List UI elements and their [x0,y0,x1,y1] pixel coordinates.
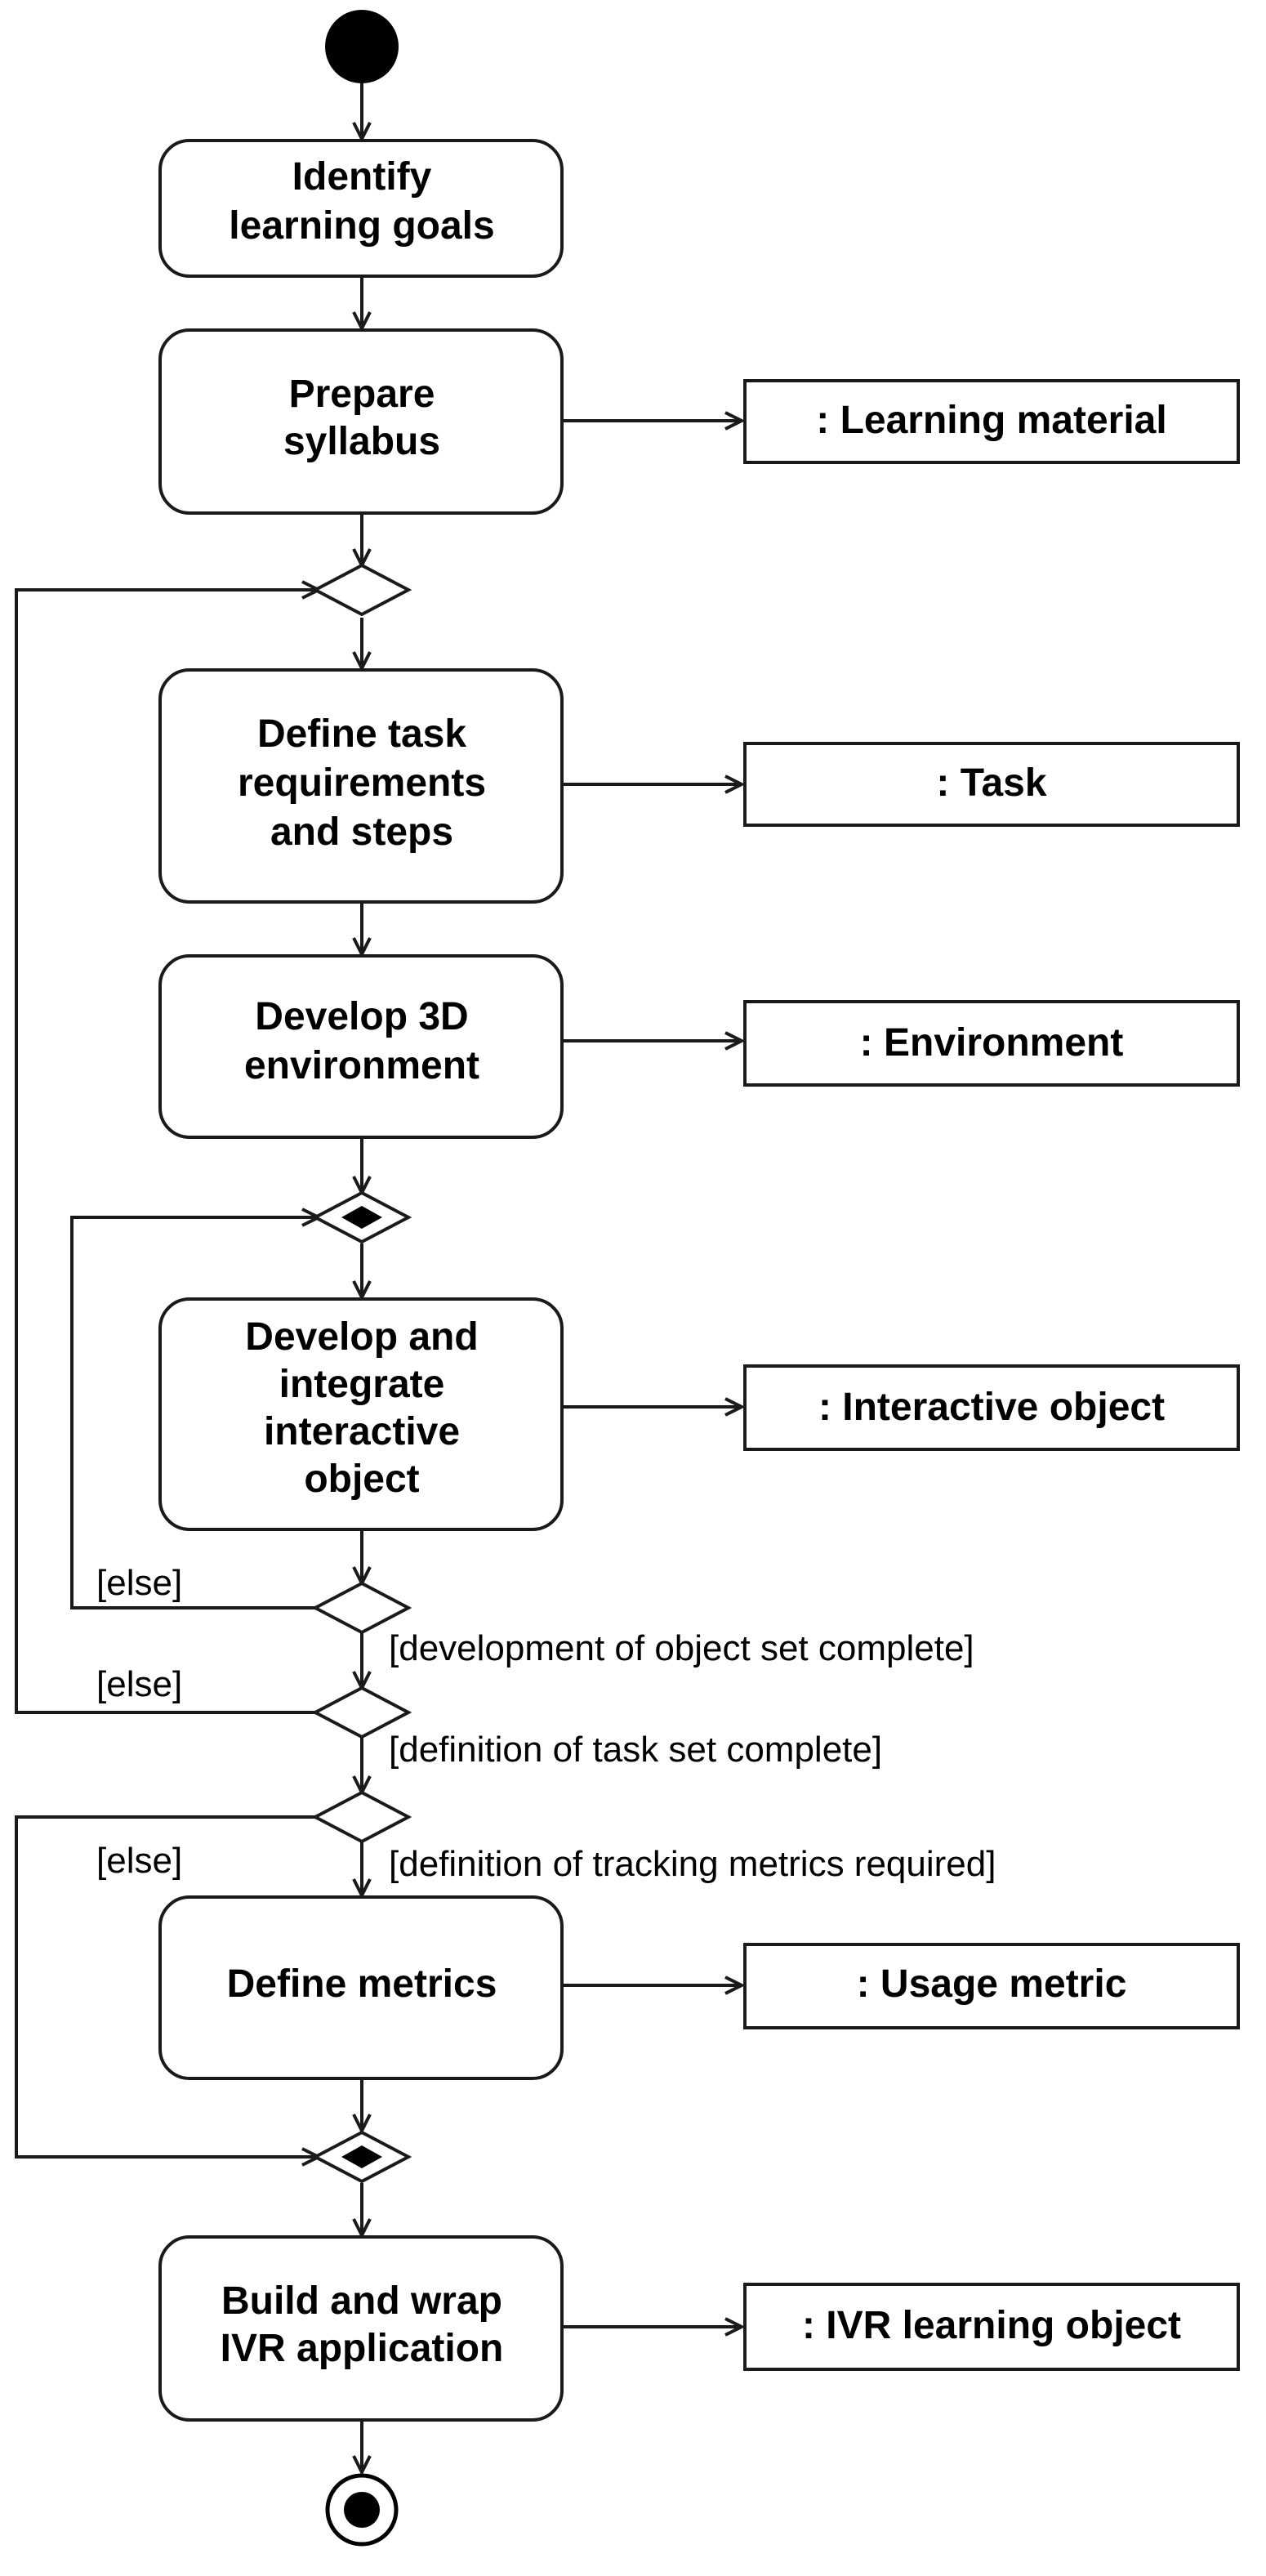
activity-label-line: and steps [270,810,453,854]
activity-label-line: Identify [292,155,432,199]
loop-else-object [70,1217,319,1609]
activity-define-metrics: Define metrics [158,1895,564,2080]
decision-node-object-set [311,1581,412,1635]
activity-label-line: Prepare [289,373,435,416]
activity-develop-3d-environment: Develop 3D environment [158,954,564,1139]
activity-identify-learning-goals: Identify learning goals [158,139,564,278]
activity-label-line: Build and wrap [221,2279,502,2323]
activity-develop-integrate-interactive-object: Develop and integrate interactive object [158,1297,564,1531]
bypass-else-metrics [15,1815,319,2157]
final-node [325,2473,399,2547]
guard-metrics-required: [definition of tracking metrics required… [389,1844,996,1884]
loop-else-task [15,590,319,1714]
activity-label-line: integrate [279,1363,445,1406]
object-environment: : Environment [743,1000,1240,1087]
object-label: : IVR learning object [802,2304,1181,2347]
activity-label-line: interactive [264,1410,460,1453]
guard-else-object: [else] [96,1563,182,1603]
object-label: : Environment [860,1021,1124,1065]
activity-label-line: requirements [238,761,486,805]
join-node-metrics [311,2130,412,2184]
activity-label-line: object [304,1458,419,1501]
object-label: : Interactive object [818,1386,1165,1429]
guard-object-set-complete: [development of object set complete] [389,1628,974,1668]
object-learning-material: : Learning material [743,379,1240,464]
guard-else-metrics: [else] [96,1841,182,1881]
activity-label-line: environment [244,1044,479,1087]
fork-node-object [311,1190,412,1244]
activity-label-line: Define task [257,712,466,756]
object-label: : Task [936,761,1046,805]
decision-node-metrics [311,1790,412,1844]
activity-label-line: Develop and [245,1315,478,1359]
object-interactive-object: : Interactive object [743,1364,1240,1451]
guard-else-task: [else] [96,1664,182,1704]
activity-label-line: Develop 3D [255,995,468,1038]
guard-task-set-complete: [definition of task set complete] [389,1730,882,1770]
object-ivr-learning-object: : IVR learning object [743,2283,1240,2371]
activity-label-line: learning goals [229,204,494,248]
activity-label-line: IVR application [221,2327,504,2370]
activity-label-line: Define metrics [227,1962,497,2006]
activity-label-line: syllabus [283,420,440,463]
activity-prepare-syllabus: Prepare syllabus [158,328,564,515]
activity-define-task-requirements: Define task requirements and steps [158,668,564,904]
object-label: : Usage metric [857,1962,1127,2006]
object-task: : Task [743,742,1240,827]
decision-node-task-set [311,1685,412,1739]
object-label: : Learning material [816,399,1166,442]
initial-node [325,10,399,83]
activity-build-and-wrap: Build and wrap IVR application [158,2235,564,2422]
merge-node-task-loop [311,563,412,617]
object-usage-metric: : Usage metric [743,1943,1240,2029]
